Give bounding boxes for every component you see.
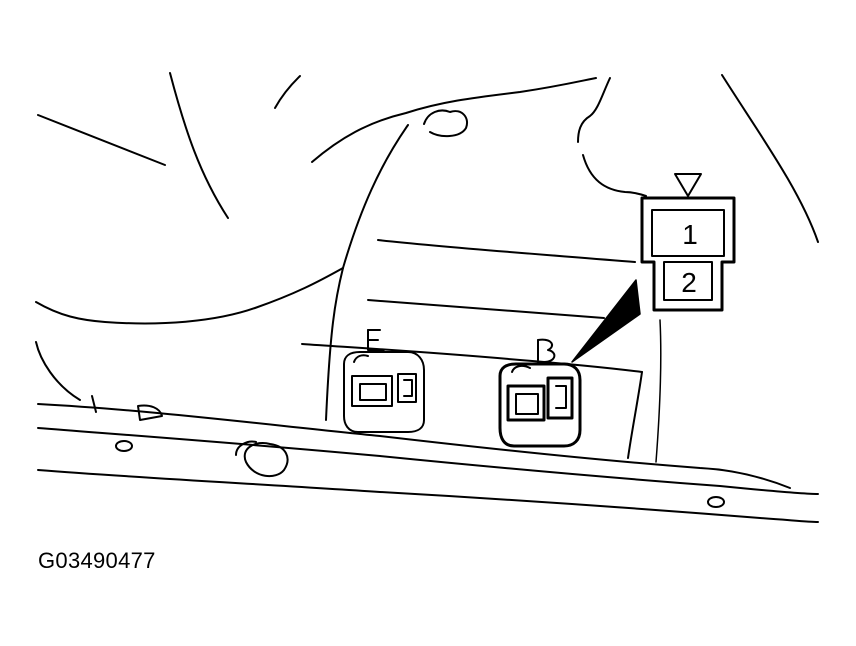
callout-pointer — [571, 279, 641, 363]
pin-1-box — [651, 209, 725, 257]
figure-id: G03490477 — [38, 548, 156, 573]
pin-2-label: 2 — [681, 267, 697, 298]
connector-e — [343, 329, 425, 433]
connector-callout — [640, 173, 736, 312]
pin-2-box — [663, 261, 713, 301]
pin-1-label: 1 — [682, 219, 698, 250]
frame-rail — [37, 403, 819, 523]
vehicle-body-outline — [35, 72, 819, 463]
connector-b — [498, 338, 582, 448]
orientation-triangle-icon — [674, 173, 702, 197]
